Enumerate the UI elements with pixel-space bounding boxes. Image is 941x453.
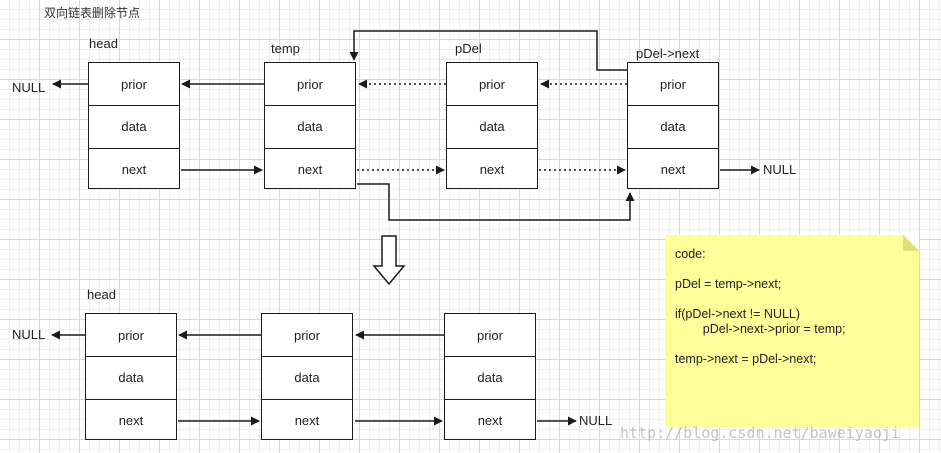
null-left-bottom: NULL: [12, 327, 46, 342]
null-right-top: NULL: [763, 162, 797, 177]
bottom-node-temp: prior data next: [261, 313, 353, 440]
label-head-bottom: head: [87, 287, 116, 302]
transition-down-arrow-icon: [372, 235, 406, 286]
bottom-node-next: prior data next: [444, 313, 536, 440]
diagram-title: 双向链表删除节点: [44, 6, 141, 20]
prior-field: prior: [476, 327, 503, 343]
next-field: next: [89, 147, 179, 190]
note-fold-icon: [903, 235, 919, 251]
top-node-pdel: prior data next: [446, 62, 538, 189]
top-node-temp: prior data next: [264, 62, 356, 189]
next-field: next: [265, 147, 355, 190]
label-pdel: pDel: [455, 41, 482, 56]
data-field: data: [445, 356, 535, 398]
arrow-next-prior-to-temp: [349, 30, 627, 71]
label-temp: temp: [271, 41, 300, 56]
code-line: [675, 292, 909, 307]
code-note: code: pDel = temp->next; if(pDel->next !…: [665, 235, 919, 428]
next-field: next: [445, 398, 535, 441]
data-field: data: [262, 356, 352, 398]
code-line: [675, 337, 909, 352]
prior-field: prior: [117, 327, 144, 343]
prior-field: prior: [659, 76, 686, 92]
data-field: data: [447, 105, 537, 147]
data-field: data: [628, 105, 718, 147]
data-field: data: [265, 105, 355, 147]
label-head-top: head: [89, 36, 118, 51]
prior-field: prior: [120, 76, 147, 92]
next-field: next: [86, 398, 176, 441]
top-node-pdel-next: prior data next: [627, 62, 719, 189]
prior-field: prior: [296, 76, 323, 92]
next-field: next: [628, 147, 718, 190]
label-pdel-next: pDel->next: [636, 46, 700, 61]
null-right-bottom: NULL: [579, 413, 613, 428]
data-field: data: [86, 356, 176, 398]
top-node-head: prior data next: [88, 62, 180, 189]
next-field: next: [262, 398, 352, 441]
prior-field: prior: [293, 327, 320, 343]
data-field: data: [89, 105, 179, 147]
code-line: pDel->next->prior = temp;: [675, 322, 846, 336]
null-left-top: NULL: [12, 80, 46, 95]
watermark: http://blog.csdn.net/baweiyaoji: [620, 424, 900, 442]
code-line: if(pDel->next != NULL): [675, 307, 801, 321]
arrow-temp-next-to-next: [357, 183, 635, 221]
prior-field: prior: [478, 76, 505, 92]
code-line: [675, 262, 909, 277]
bottom-node-head: prior data next: [85, 313, 177, 440]
code-line: pDel = temp->next;: [675, 277, 782, 291]
next-field: next: [447, 147, 537, 190]
code-line: code:: [675, 247, 706, 261]
code-line: temp->next = pDel->next;: [675, 352, 817, 366]
